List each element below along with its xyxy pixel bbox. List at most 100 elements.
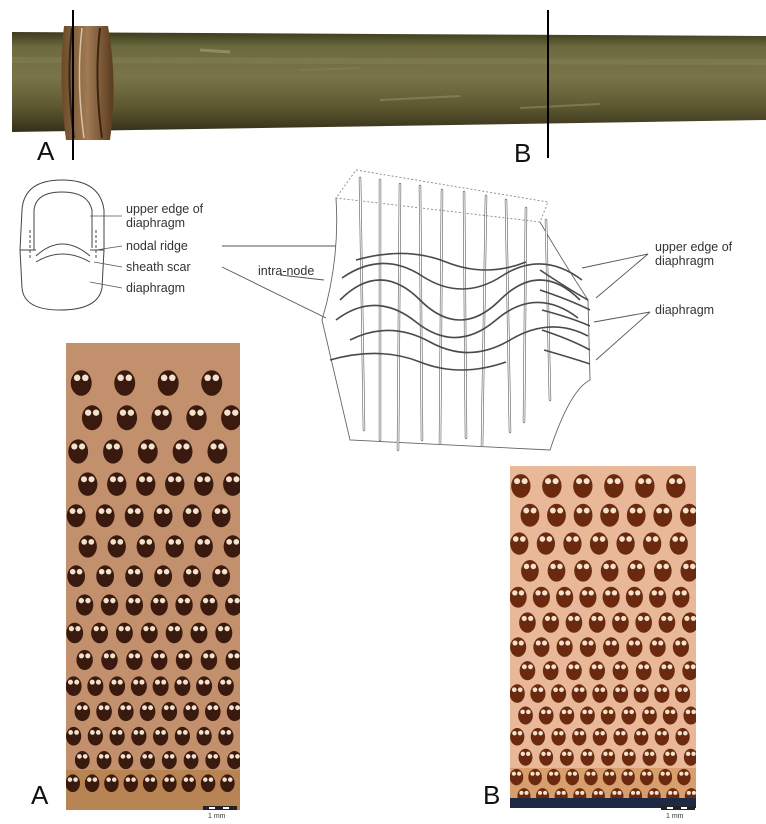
vascular-bundle [616,532,634,554]
vascular-bundle [108,535,126,557]
vascular-bundle [655,728,669,745]
vascular-bundle [78,472,97,496]
vascular-bundle [107,472,126,496]
vascular-bundle [572,684,587,703]
section-a-letter: A [31,782,48,808]
vascular-bundle [589,612,606,632]
vascular-bundle [118,751,133,769]
vascular-bundle [539,707,554,725]
vascular-bundle [104,774,118,792]
vascular-bundle [126,650,142,670]
vascular-bundle [627,560,645,582]
vascular-bundle [659,769,672,785]
vascular-bundle [670,532,688,554]
vascular-bundle [153,676,169,696]
vascular-bundle [76,650,92,670]
vascular-bundle [521,504,540,527]
culm-marker-a: A [37,138,54,164]
vascular-bundle [125,504,144,527]
vascular-bundle [510,684,525,703]
vascular-bundle [201,774,215,792]
vascular-bundle [653,504,672,527]
vascular-bundle [537,532,555,554]
vascular-bundle [603,637,619,657]
vascular-bundle [649,587,666,608]
vascular-bundle [640,769,653,785]
vascular-bundle [173,439,193,463]
vascular-bundle [579,587,596,608]
vascular-bundle [556,587,573,608]
vascular-bundle [67,565,85,587]
vascular-bundle [166,623,183,644]
vascular-bundle [101,594,118,615]
vascular-bundle [574,560,592,582]
vascular-bundle [131,727,146,746]
section-b-scale-text: 1 mm [666,813,684,820]
vascular-bundle [109,727,124,746]
vascular-bundle [677,769,690,785]
vascular-bundle [581,749,595,766]
vascular-bundle [580,707,595,725]
vascular-bundle [519,749,533,766]
vascular-bundle [195,535,213,557]
vascular-bundle [205,751,220,769]
vascular-bundle [643,749,657,766]
vascular-bundle [143,774,157,792]
vascular-bundle [604,474,623,498]
vascular-bundle [201,650,217,670]
vascular-bundle [675,728,689,745]
vascular-bundle [124,774,138,792]
vascular-bundle [635,474,654,498]
vascular-bundle [613,684,628,703]
vascular-bundle [592,684,607,703]
section-b-letter: B [483,782,500,808]
vascular-bundle [182,774,196,792]
vascular-bundle [547,504,566,527]
vascular-bundle [635,612,652,632]
vascular-bundle [654,684,669,703]
vascular-bundle [218,727,233,746]
vascular-bundle [162,751,177,769]
vascular-bundle [201,370,222,396]
vascular-bundle [572,728,586,745]
vascular-bundle [141,623,158,644]
vascular-bundle [101,650,117,670]
vascular-bundle [66,727,81,746]
vascular-bundle [663,707,678,725]
cross-section-b [510,466,696,808]
node-outer-top [22,180,104,210]
vascular-bundle [66,623,83,644]
vascular-loops [330,253,590,370]
vascular-bundle [154,504,173,527]
vascular-bundle [510,532,528,554]
vascular-bundle [74,702,90,721]
vascular-bundle [218,676,234,696]
vascular-bundle [547,769,560,785]
vascular-bundle [136,472,155,496]
vascular-bundle [175,594,192,615]
vascular-bundle [140,751,155,769]
vascular-bundle [118,702,134,721]
vascular-bundle [542,474,561,498]
vascular-bundle [183,702,199,721]
vascular-bundle [196,676,212,696]
vascular-bundle [207,439,227,463]
drawing-label-diaphragm: diaphragm [655,303,714,317]
vascular-bundle [510,769,523,785]
vascular-bundle [566,769,579,785]
vascular-bundle [563,532,581,554]
vascular-bundle [621,769,634,785]
vascular-bundle [560,749,574,766]
vascular-bundle [518,707,533,725]
vascular-bundle [659,661,675,680]
vascular-bundle [183,504,202,527]
vascular-bundle [533,587,550,608]
vascular-bundle [603,769,616,785]
node-schematic [0,170,240,330]
vascular-bundle [87,676,103,696]
vascular-bundle [166,535,184,557]
vascular-bundle [66,676,82,696]
vascular-bundle [67,504,86,527]
vascular-bundle [151,594,168,615]
drawing-label-upper-edge: upper edge of diaphragm [655,240,732,268]
